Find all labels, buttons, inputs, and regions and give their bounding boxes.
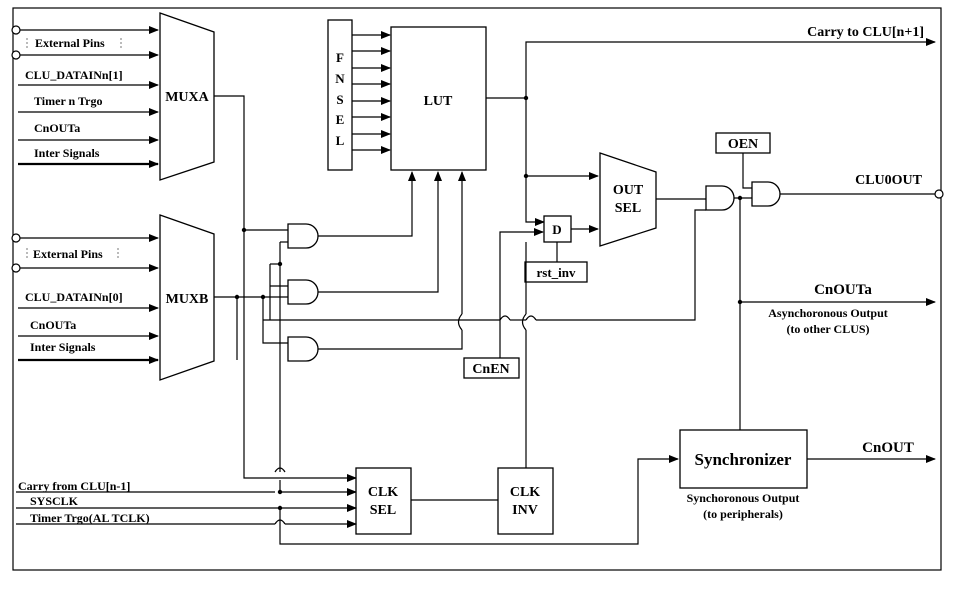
and-gate-3 bbox=[287, 336, 319, 362]
oen-label: OEN bbox=[728, 137, 758, 152]
cnouta-output-desc2: (to other CLUS) bbox=[786, 322, 869, 336]
clk-sel-line2: SEL bbox=[370, 503, 396, 518]
muxb-pin-1 bbox=[11, 233, 21, 243]
cnout-label: CnOUT bbox=[862, 440, 914, 456]
and-gate-1 bbox=[287, 223, 319, 249]
muxa: MUXA bbox=[159, 12, 215, 181]
muxb-inputs: External Pins CLU_DATAINn[0] CnOUTa Inte… bbox=[11, 233, 159, 364]
muxb-input-cnouta: CnOUTa bbox=[30, 318, 76, 332]
clk-inv-feedback bbox=[521, 242, 527, 468]
muxb: MUXB bbox=[159, 214, 215, 381]
fnsel-bus bbox=[352, 31, 391, 154]
oen: OEN bbox=[715, 132, 771, 189]
muxb-input-clu-datain0: CLU_DATAINn[0] bbox=[25, 290, 123, 304]
rst-inv-label: rst_inv bbox=[537, 265, 577, 280]
dff-label: D bbox=[552, 222, 561, 237]
synchronizer-label: Synchronizer bbox=[695, 450, 792, 469]
muxa-pin-2 bbox=[11, 50, 21, 60]
clock-input-timer-trgo: Timer Trgo(AL TCLK) bbox=[30, 511, 150, 525]
clk-inv: CLK INV bbox=[497, 467, 554, 535]
clu0out-label: CLU0OUT bbox=[855, 173, 923, 188]
synchronizer: Synchronizer Synchoronous Output (to per… bbox=[679, 429, 936, 521]
muxb-pin-2 bbox=[11, 263, 21, 273]
clk-sel: CLK SEL bbox=[355, 467, 412, 535]
out-sel-mux: OUT SEL bbox=[599, 152, 706, 247]
muxa-inputs: External Pins CLU_DATAINn[1] Timer n Trg… bbox=[11, 25, 159, 168]
fnsel: F N S E L bbox=[327, 19, 353, 171]
cnouta-output-label: CnOUTa bbox=[814, 282, 872, 298]
lut-output-wires: Carry to CLU[n+1] bbox=[486, 25, 936, 226]
muxa-input-external-pins: External Pins bbox=[35, 36, 105, 50]
outer-frame bbox=[12, 7, 942, 571]
muxb-label: MUXB bbox=[166, 292, 209, 307]
clk-inv-line1: CLK bbox=[510, 485, 540, 500]
d-flip-flop: D rst_inv bbox=[524, 215, 599, 283]
and-gate-2 bbox=[287, 279, 319, 305]
muxb-input-external-pins: External Pins bbox=[33, 247, 103, 261]
and-gate-right-1 bbox=[705, 185, 752, 211]
and-gate-right-2 bbox=[751, 181, 944, 207]
clock-inputs: Carry from CLU[n-1] SYSCLK Timer Trgo(AL… bbox=[16, 455, 679, 545]
muxa-input-timer-trgo: Timer n Trgo bbox=[34, 94, 102, 108]
clk-sel-line1: CLK bbox=[368, 485, 398, 500]
fnsel-letter-f: F bbox=[336, 50, 344, 65]
and-to-lut-wires bbox=[318, 171, 466, 350]
fnsel-letter-e: E bbox=[336, 112, 345, 127]
clu0out-pin bbox=[934, 189, 944, 199]
muxb-input-inter-signals: Inter Signals bbox=[30, 340, 96, 354]
clk-inv-line2: INV bbox=[512, 503, 538, 518]
cnen-label: CnEN bbox=[472, 362, 509, 377]
vertical-feed bbox=[269, 241, 357, 496]
out-sel-line2: SEL bbox=[615, 201, 641, 216]
cnouta-output-desc1: Asynchoronous Output bbox=[768, 306, 887, 320]
clock-input-sysclk: SYSCLK bbox=[30, 494, 79, 508]
muxb-output-wires bbox=[214, 209, 706, 360]
muxa-input-clu-datain1: CLU_DATAINn[1] bbox=[25, 68, 123, 82]
muxa-pin-1 bbox=[11, 25, 21, 35]
muxa-input-cnouta: CnOUTa bbox=[34, 121, 80, 135]
synchronizer-desc2: (to peripherals) bbox=[703, 507, 783, 521]
carry-out-label: Carry to CLU[n+1] bbox=[807, 25, 924, 40]
fnsel-letter-n: N bbox=[335, 71, 345, 86]
muxa-output-wires bbox=[214, 95, 357, 482]
cnouta-output: CnOUTa Asynchoronous Output (to other CL… bbox=[737, 195, 936, 430]
lut: LUT bbox=[390, 26, 487, 171]
muxa-input-inter-signals: Inter Signals bbox=[34, 146, 100, 160]
fnsel-letter-s: S bbox=[336, 92, 343, 107]
clock-input-carry-from: Carry from CLU[n-1] bbox=[18, 479, 130, 493]
lut-label: LUT bbox=[424, 94, 453, 109]
synchronizer-desc1: Synchoronous Output bbox=[687, 491, 800, 505]
fnsel-letter-l: L bbox=[336, 133, 345, 148]
muxa-label: MUXA bbox=[165, 90, 209, 105]
cnen: CnEN bbox=[463, 228, 544, 379]
out-sel-line1: OUT bbox=[613, 183, 644, 198]
